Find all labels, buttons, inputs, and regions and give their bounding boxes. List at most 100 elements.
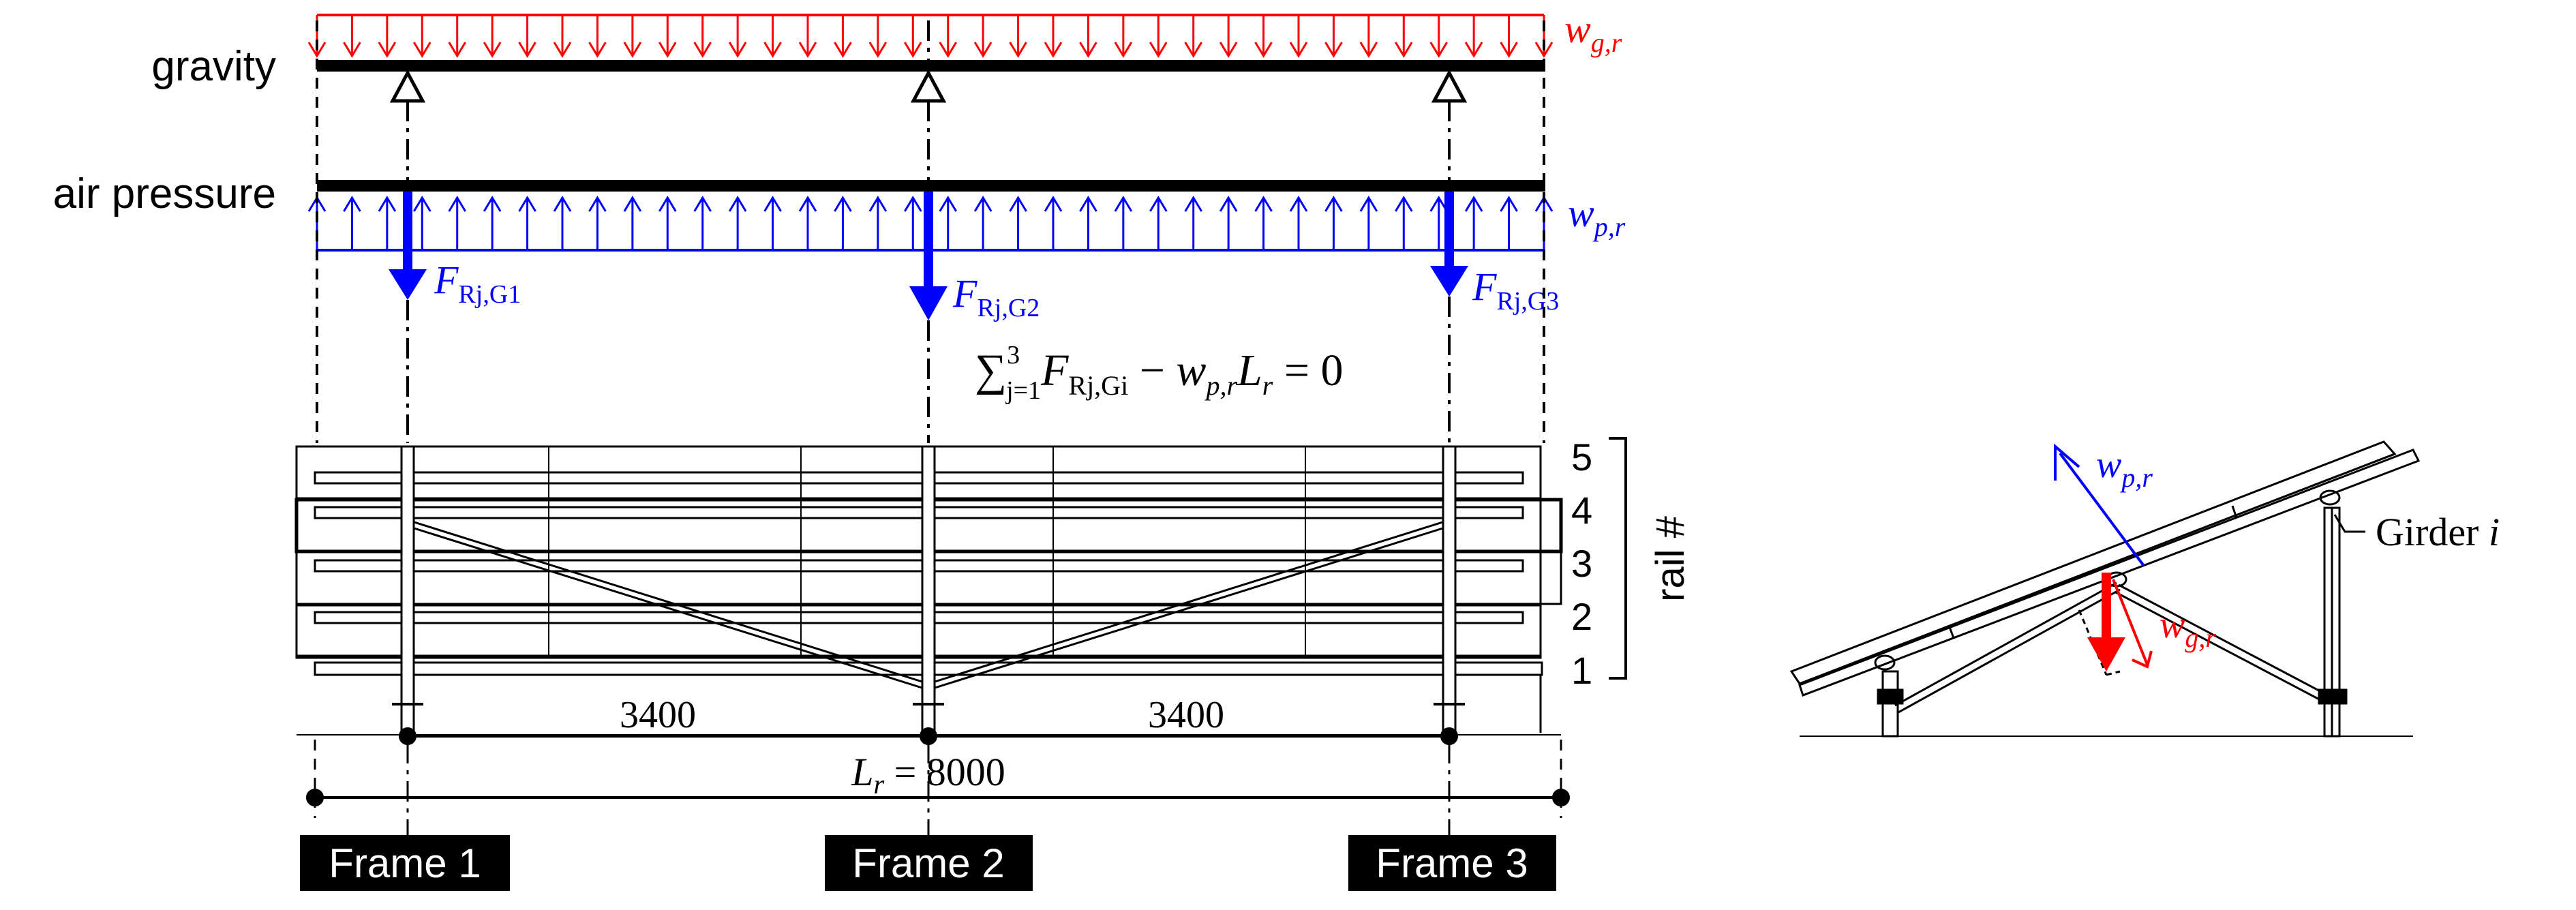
gravity-load-arrow: [1254, 15, 1273, 58]
total-length-dimension: Lr = 8000: [851, 750, 1005, 800]
pressure-load-symbol: wp,r: [1568, 191, 1626, 242]
gravity-load-arrow: [1114, 15, 1133, 58]
pressure-load-arrow: [483, 196, 502, 250]
rail-axis-label: rail #: [1648, 516, 1693, 602]
gravity-load-arrows: [307, 15, 1554, 58]
gravity-load-arrow: [623, 15, 642, 58]
pressure-load-arrow: [1324, 196, 1343, 250]
pressure-load-arrow: [1464, 196, 1483, 250]
gravity-load-group: [307, 14, 1554, 58]
gravity-load-arrow: [939, 15, 958, 58]
gravity-load-arrow: [693, 15, 712, 58]
gravity-load-arrow: [412, 15, 431, 58]
pressure-load-arrow: [1044, 196, 1063, 250]
gravity-load-arrow: [343, 15, 361, 58]
span-dimension-2: 3400: [1148, 694, 1224, 736]
guide-lines: [316, 20, 1545, 443]
gravity-load-arrow: [1009, 15, 1027, 58]
pressure-load-arrow: [412, 196, 431, 250]
gravity-load-symbol: wg,r: [1564, 7, 1622, 58]
frame-label-2: Frame 2: [825, 835, 1033, 891]
gravity-load-arrow: [378, 15, 397, 58]
pressure-load-arrow: [939, 196, 958, 250]
gravity-load-arrow: [1044, 15, 1063, 58]
gravity-load-arrow: [763, 15, 782, 58]
pressure-load-arrow: [307, 196, 327, 250]
pressure-load-arrow: [658, 196, 677, 250]
rail-number-1: 1: [1571, 649, 1592, 692]
pressure-load-arrow: [448, 196, 467, 250]
reaction-label-1: FRj,G1: [434, 258, 521, 309]
gravity-load-arrow: [1359, 15, 1378, 58]
dimension-lines: [306, 727, 1570, 838]
gravity-load-arrow: [553, 15, 572, 58]
pressure-load-arrow: [1289, 196, 1308, 250]
gravity-label: gravity: [151, 43, 276, 90]
pressure-load-arrow: [728, 196, 747, 250]
section-gravity-arrow: [2087, 573, 2153, 671]
section-gravity-label: wg,r: [2160, 604, 2216, 653]
air-pressure-label: air pressure: [53, 170, 276, 217]
section-pressure-label: wp,r: [2096, 444, 2153, 493]
rail-number-4: 4: [1571, 489, 1592, 532]
gravity-load-arrow: [1324, 15, 1343, 58]
gravity-load-arrow: [658, 15, 677, 58]
gravity-load-arrow: [1149, 15, 1168, 58]
gravity-load-arrow: [448, 15, 467, 58]
gravity-beam: [317, 60, 1545, 72]
svg-text:Frame 1: Frame 1: [329, 840, 481, 886]
rail-plan: [294, 445, 1563, 735]
pressure-load-arrow: [1079, 196, 1097, 250]
pressure-load-arrow: [973, 196, 992, 250]
reaction-arrow-2: [909, 192, 948, 320]
reaction-label-3: FRj,G3: [1472, 264, 1559, 316]
pressure-load-arrow: [1500, 196, 1518, 250]
pressure-load-arrow: [1359, 196, 1378, 250]
pressure-load-arrow: [623, 196, 642, 250]
gravity-load-arrow: [834, 15, 852, 58]
pressure-load-arrows: [307, 196, 1554, 250]
section-pressure-arrow: [2054, 443, 2145, 567]
pressure-load-arrow: [1254, 196, 1273, 250]
span-dimension-1: 3400: [620, 694, 696, 736]
girder-label: Girder i: [2376, 510, 2500, 554]
gravity-load-arrow: [903, 15, 922, 58]
support-3: [1431, 69, 1468, 103]
pressure-load-arrow: [1394, 196, 1413, 250]
gravity-load-arrow: [1184, 15, 1203, 58]
gravity-load-arrow: [868, 15, 888, 58]
frame-label-3: Frame 3: [1348, 835, 1556, 891]
pressure-load-arrow: [798, 196, 817, 250]
pressure-load-arrow: [1219, 196, 1238, 250]
rail-number-3: 3: [1571, 542, 1592, 585]
frame-label-1: Frame 1: [300, 835, 510, 891]
pressure-load-arrow: [903, 196, 922, 250]
rail-2: [295, 604, 1542, 657]
pressure-load-arrow: [1429, 196, 1449, 250]
girder-leader: [2333, 514, 2365, 533]
gravity-load-arrow: [1429, 15, 1449, 58]
pressure-beam: [317, 180, 1545, 192]
gravity-load-arrow: [1500, 15, 1518, 58]
pressure-load-arrow: [1534, 196, 1554, 250]
pressure-load-arrow: [1114, 196, 1133, 250]
rail-numbers: 5 4 3 2 1: [1571, 436, 1592, 692]
rail-number-2: 2: [1571, 595, 1592, 638]
gravity-load-arrow: [518, 15, 536, 58]
gravity-load-arrow: [483, 15, 502, 58]
svg-text:Frame 3: Frame 3: [1376, 840, 1528, 886]
pressure-load-arrow: [343, 196, 361, 250]
section-view: [1789, 440, 2421, 738]
gravity-load-arrow: [798, 15, 817, 58]
support-2: [910, 69, 947, 103]
gravity-load-arrow: [1464, 15, 1483, 58]
gravity-load-arrow: [1219, 15, 1238, 58]
pressure-load-arrow: [1149, 196, 1168, 250]
pressure-load-arrow: [1009, 196, 1027, 250]
pressure-load-arrow: [553, 196, 572, 250]
pressure-load-arrow: [763, 196, 782, 250]
gravity-load-arrow: [728, 15, 747, 58]
reaction-arrow-3: [1430, 192, 1468, 297]
